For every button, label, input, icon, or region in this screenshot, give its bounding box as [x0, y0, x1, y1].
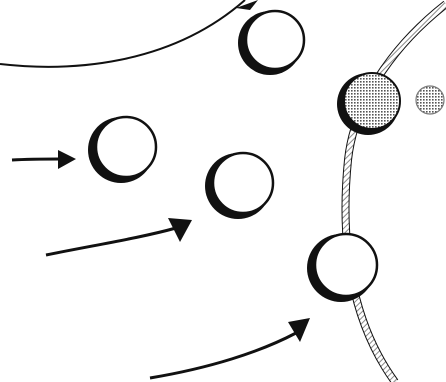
fused-vesicle — [337, 73, 400, 135]
arrow-left — [12, 150, 76, 169]
small-particle — [416, 86, 444, 114]
arrow-bottom — [150, 318, 310, 378]
vesicle-top — [238, 11, 304, 75]
arrow-middle — [46, 218, 192, 255]
vesicle-left — [88, 117, 156, 183]
vesicle-at-membrane — [307, 234, 377, 302]
membrane-wall — [345, 4, 446, 382]
vesicle-middle — [205, 153, 273, 219]
large-arc-curve — [0, 0, 245, 67]
